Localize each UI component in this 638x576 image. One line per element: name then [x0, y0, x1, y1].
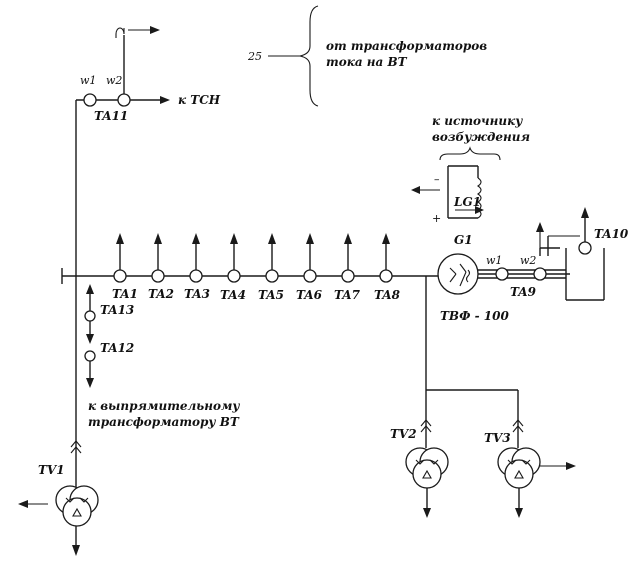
ta4-label: TA4 — [220, 288, 246, 302]
ta1-ct — [113, 233, 127, 283]
excitation-label-line1: к источнику — [432, 114, 523, 128]
ta3-ct — [189, 233, 203, 283]
from-ct-label-line2: тока на ВТ — [326, 55, 408, 69]
ta12-label: TA12 — [100, 341, 134, 355]
ta12-ct — [84, 350, 96, 388]
tv-branch-wiring — [420, 276, 524, 448]
lg1-excitation-circuit — [411, 146, 501, 219]
rectifier-label-line1: к выпрямительному — [88, 399, 240, 413]
lg1-label: LG1 — [453, 195, 481, 209]
ta7-label: TA7 — [334, 288, 361, 302]
tv1-voltage-transformer — [18, 485, 99, 527]
generator-w1-label: w1 — [486, 254, 502, 267]
ta11-label: TA11 — [94, 109, 128, 123]
ta6-ct — [303, 233, 317, 283]
ta13-label: TA13 — [100, 303, 134, 317]
tv3-label: TV3 — [484, 431, 511, 445]
ta5-label: TA5 — [258, 288, 284, 302]
generator-neutral-side — [478, 207, 605, 301]
tv1-label: TV1 — [38, 463, 65, 477]
g1-generator — [437, 253, 479, 295]
rectifier-label-line2: трансформатору ВТ — [88, 415, 240, 429]
generator-w2-label: w2 — [520, 254, 536, 267]
ta11-w1-label: w1 — [80, 74, 96, 87]
lg1-minus-sign: – — [434, 173, 440, 186]
ta11-current-transformer — [83, 26, 170, 107]
excitation-label-line2: возбуждения — [432, 130, 530, 144]
lg1-plus-sign: + — [432, 212, 441, 225]
ta2-label: TA2 — [148, 287, 174, 301]
ta2-ct — [151, 233, 165, 283]
ta7-ct — [341, 233, 355, 283]
ta6-label: TA6 — [296, 288, 323, 302]
ta10-label: TA10 — [594, 227, 629, 241]
ta5-ct — [265, 233, 279, 283]
wire-count-label: 25 — [247, 50, 262, 63]
ta1-label: TA1 — [112, 287, 138, 301]
ta9-label: TA9 — [510, 285, 537, 299]
ta3-label: TA3 — [184, 287, 210, 301]
ct-wire-brace — [268, 5, 319, 107]
tv2-label: TV2 — [390, 427, 417, 441]
ta4-ct — [227, 233, 241, 283]
tv2-voltage-transformer — [405, 447, 449, 518]
g1-label: G1 — [454, 233, 473, 247]
ta11-w2-label: w2 — [106, 74, 122, 87]
ta8-ct — [379, 233, 393, 283]
from-ct-label-line1: от трансформаторов — [326, 39, 487, 53]
busbar-ct-group — [113, 233, 393, 283]
ta13-ct — [84, 284, 96, 344]
tv3-voltage-transformer — [497, 447, 576, 518]
ta8-label: TA8 — [374, 288, 401, 302]
generator-type-label: ТВФ - 100 — [440, 309, 509, 323]
to-tsn-label: к ТСН — [178, 93, 221, 107]
